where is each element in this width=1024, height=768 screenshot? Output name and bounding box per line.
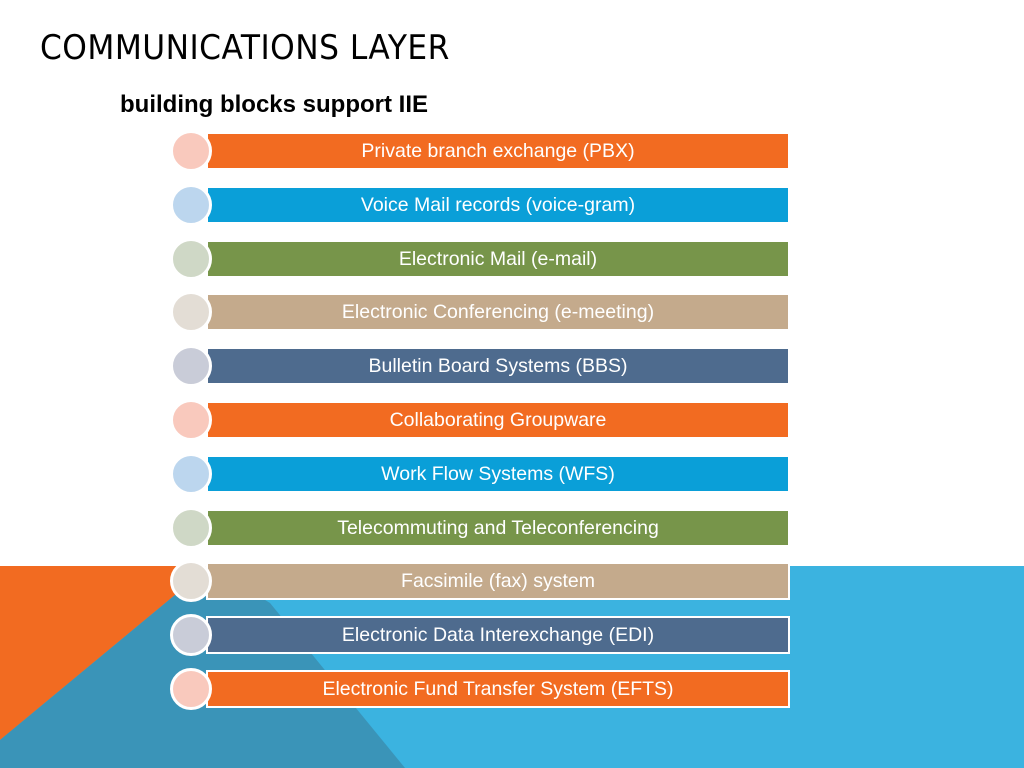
bullet-circle — [170, 614, 212, 657]
block-row-pbx: Private branch exchange (PBX) — [170, 130, 794, 174]
bullet-circle — [170, 560, 212, 603]
block-label: Telecommuting and Teleconferencing — [206, 508, 790, 547]
block-label: Private branch exchange (PBX) — [206, 132, 790, 170]
bullet-circle — [170, 668, 212, 710]
bullet-circle — [170, 452, 212, 495]
block-row-edi: Electronic Data Interexchange (EDI) — [170, 614, 794, 658]
block-label: Voice Mail records (voice-gram) — [206, 185, 790, 224]
bullet-circle — [170, 345, 212, 388]
block-row-wfs: Work Flow Systems (WFS) — [170, 452, 794, 497]
bullet-circle — [170, 183, 212, 226]
bullet-circle — [170, 237, 212, 280]
block-row-bbs: Bulletin Board Systems (BBS) — [170, 345, 794, 389]
background-teal-shape — [0, 566, 405, 768]
slide-title: COMMUNICATIONS LAYER — [40, 28, 450, 68]
block-row-email: Electronic Mail (e-mail) — [170, 237, 794, 282]
bullet-circle — [170, 399, 212, 441]
block-row-telecommuting: Telecommuting and Teleconferencing — [170, 506, 794, 551]
block-label: Bulletin Board Systems (BBS) — [206, 347, 790, 386]
block-row-conferencing: Electronic Conferencing (e-meeting) — [170, 291, 794, 335]
block-label: Collaborating Groupware — [206, 401, 790, 439]
block-label: Facsimile (fax) system — [206, 562, 790, 601]
block-row-efts: Electronic Fund Transfer System (EFTS) — [170, 668, 794, 712]
bullet-circle — [170, 291, 212, 334]
bullet-circle — [170, 130, 212, 172]
block-label: Electronic Fund Transfer System (EFTS) — [206, 670, 790, 708]
block-label: Electronic Conferencing (e-meeting) — [206, 293, 790, 332]
block-label: Work Flow Systems (WFS) — [206, 454, 790, 493]
slide-subtitle: building blocks support IIE — [120, 91, 429, 118]
block-row-fax: Facsimile (fax) system — [170, 560, 794, 604]
block-row-groupware: Collaborating Groupware — [170, 399, 794, 443]
bullet-circle — [170, 506, 212, 549]
block-label: Electronic Mail (e-mail) — [206, 239, 790, 278]
block-row-voice-mail: Voice Mail records (voice-gram) — [170, 183, 794, 228]
block-label: Electronic Data Interexchange (EDI) — [206, 616, 790, 655]
